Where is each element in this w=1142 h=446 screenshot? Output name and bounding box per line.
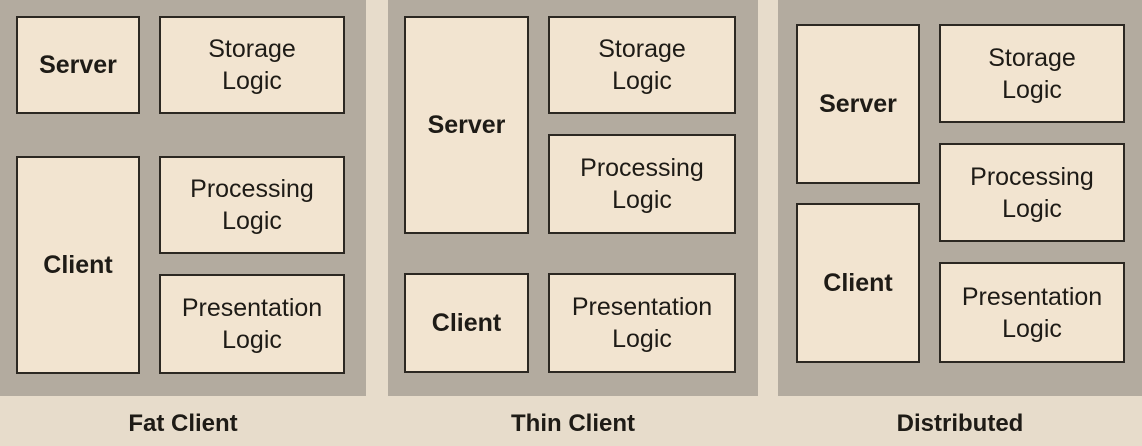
logic-label: Logic [222, 326, 282, 354]
processing-label: Processing [580, 154, 704, 182]
processing-label: Processing [970, 162, 1094, 191]
thin-client-caption: Thin Client [511, 410, 635, 437]
logic-label: Logic [1002, 314, 1062, 343]
distributed-storage-logic-box: Storage Logic [939, 24, 1125, 123]
thin-client-processing-logic-box: Processing Logic [548, 134, 736, 234]
fat-client-storage-logic-box: Storage Logic [159, 16, 345, 114]
client-label: Client [431, 308, 502, 337]
presentation-label: Presentation [571, 293, 713, 321]
server-label: Server [39, 50, 117, 79]
logic-label: Logic [612, 67, 672, 95]
presentation-label: Presentation [961, 282, 1103, 311]
distributed-server-box: Server [796, 24, 920, 184]
logic-label: Logic [222, 207, 282, 235]
thin-client-presentation-logic-box: Presentation Logic [548, 273, 736, 373]
fat-client-server-box: Server [16, 16, 140, 114]
thin-client-server-box: Server [404, 16, 529, 234]
server-label: Server [819, 89, 897, 118]
logic-label: Logic [1002, 194, 1062, 223]
logic-label: Logic [612, 186, 672, 214]
distributed-caption: Distributed [896, 410, 1024, 437]
client-label: Client [823, 268, 893, 297]
logic-label: Logic [1002, 75, 1062, 104]
processing-label: Processing [190, 175, 314, 203]
storage-label: Storage [598, 35, 686, 63]
fat-client-processing-logic-box: Processing Logic [159, 156, 345, 254]
distributed-client-box: Client [796, 203, 920, 363]
thin-client-storage-logic-box: Storage Logic [548, 16, 736, 114]
logic-label: Logic [222, 67, 282, 95]
presentation-label: Presentation [181, 294, 323, 322]
thin-client-client-box: Client [404, 273, 529, 373]
fat-client-caption: Fat Client [128, 410, 238, 437]
storage-label: Storage [208, 35, 296, 63]
distributed-presentation-logic-box: Presentation Logic [939, 262, 1125, 363]
logic-label: Logic [612, 325, 672, 353]
distributed-processing-logic-box: Processing Logic [939, 143, 1125, 242]
fat-client-client-box: Client [16, 156, 140, 374]
fat-client-presentation-logic-box: Presentation Logic [159, 274, 345, 374]
server-label: Server [427, 110, 506, 139]
storage-label: Storage [988, 43, 1076, 72]
client-label: Client [43, 250, 113, 279]
